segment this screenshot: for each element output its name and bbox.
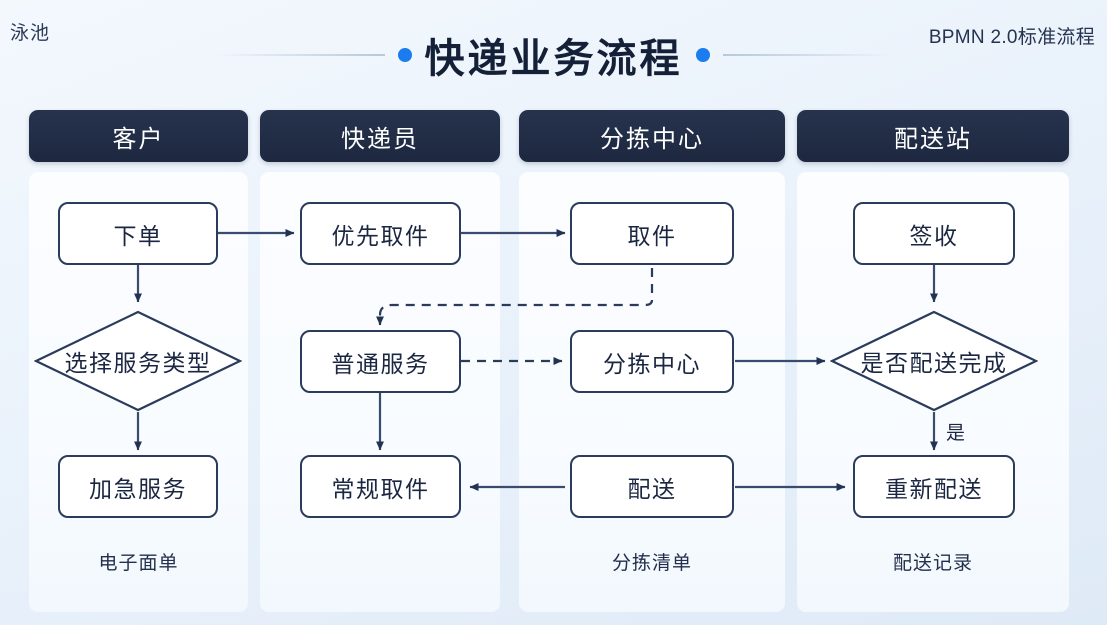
diamond-shape <box>34 310 242 412</box>
node-delivery-complete-check[interactable]: 是否配送完成 <box>830 310 1038 412</box>
lane-header-delivery[interactable]: 配送站 <box>797 110 1069 162</box>
title-rule-left <box>214 54 385 56</box>
lane-footer-customer: 电子面单 <box>98 552 179 574</box>
node-select-service-type-label: 选择服务类型 <box>64 350 212 376</box>
lane-footer-courier <box>260 546 500 576</box>
node-delivery[interactable]: 配送 <box>570 455 734 518</box>
node-select-service-type[interactable]: 选择服务类型 <box>34 310 242 412</box>
lane-header-customer[interactable]: 客户 <box>29 110 248 162</box>
node-express-service[interactable]: 加急服务 <box>58 455 218 518</box>
node-regular-pickup[interactable]: 常规取件 <box>300 455 461 518</box>
lane-footer-sorting: 分拣清单 <box>611 552 692 574</box>
pool-label: 泳池 <box>10 23 51 44</box>
lane-header-courier[interactable]: 快递员 <box>260 110 500 162</box>
node-sign-receipt[interactable]: 签收 <box>853 202 1015 265</box>
node-place-order[interactable]: 下单 <box>58 202 218 265</box>
node-priority-pickup[interactable]: 优先取件 <box>300 202 461 265</box>
title-group: 快递业务流程 <box>0 26 1107 84</box>
node-delivery-complete-check-label: 是否配送完成 <box>860 350 1008 376</box>
blue-dot-icon-left <box>397 48 412 62</box>
blue-dot-icon-right <box>695 48 710 62</box>
lane-header-sorting[interactable]: 分拣中心 <box>519 110 785 162</box>
node-normal-service[interactable]: 普通服务 <box>300 330 461 393</box>
lane-footer-delivery: 配送记录 <box>892 552 973 574</box>
node-redeliver[interactable]: 重新配送 <box>853 455 1015 518</box>
edge-label-yes: 是 <box>946 423 966 444</box>
title-rule-right <box>722 54 893 56</box>
diamond-shape <box>830 310 1038 412</box>
node-pickup[interactable]: 取件 <box>570 202 734 265</box>
node-sorting-center[interactable]: 分拣中心 <box>570 330 734 393</box>
spec-label: BPMN 2.0标准流程 <box>928 27 1095 48</box>
page-header: 泳池 快递业务流程 BPMN 2.0标准流程 <box>0 0 1107 100</box>
page-title: 快递业务流程 <box>424 37 683 81</box>
